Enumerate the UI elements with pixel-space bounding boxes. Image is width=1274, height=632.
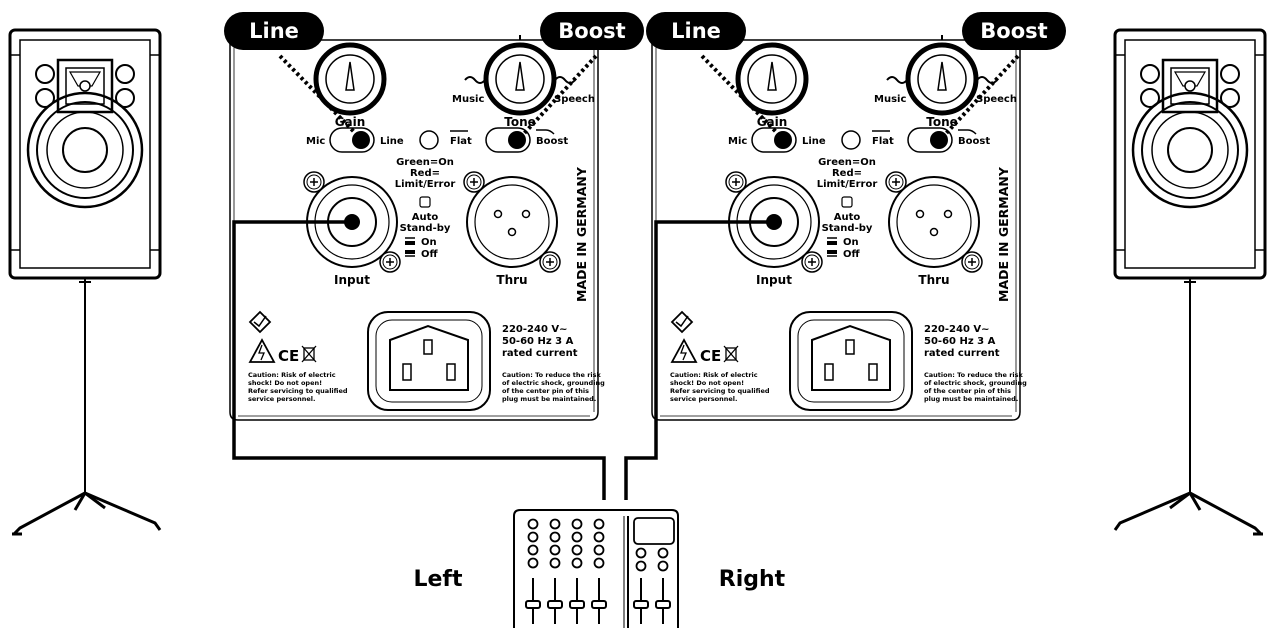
caution-left-4: service personnel. (248, 395, 315, 403)
made-in-germany: MADE IN GERMANY (574, 166, 589, 302)
on-label: On (843, 237, 859, 248)
mounting-screw (379, 251, 401, 273)
led-legend-red: Red= (832, 168, 862, 179)
line-callout: Line (224, 12, 324, 50)
input-label: Input (334, 273, 370, 287)
left-speaker-rear-panel: Gain Tone Music Speech Mic Line Flat Boo… (224, 12, 644, 421)
line-callout-text: Line (249, 19, 299, 43)
mounting-screw (885, 171, 907, 193)
caution-right-4: plug must be maintained. (502, 395, 596, 403)
ce-mark: CE (278, 347, 299, 365)
mounting-screw (463, 171, 485, 193)
flat-label: Flat (872, 136, 894, 147)
voltage-line-1: 220-240 V~ (924, 324, 990, 335)
standby-label: Stand-by (400, 223, 451, 234)
led-legend-green: Green=On (396, 157, 454, 168)
mounting-screw (303, 171, 325, 193)
line-label: Line (802, 136, 826, 147)
caution-left-4: service personnel. (670, 395, 737, 403)
right-speaker (1113, 28, 1267, 536)
input-label: Input (756, 273, 792, 287)
led-legend-red: Red= (410, 168, 440, 179)
auto-label: Auto (834, 212, 861, 223)
voltage-line-2: 50-60 Hz 3 A (502, 336, 574, 347)
led-legend-green: Green=On (818, 157, 876, 168)
mic-label: Mic (306, 136, 325, 147)
line-label: Line (380, 136, 404, 147)
voltage-line-1: 220-240 V~ (502, 324, 568, 335)
right-cable (624, 220, 774, 500)
caution-left-2: shock! Do not open! (248, 379, 322, 387)
caution-right-2: of electric shock, grounding (502, 379, 605, 387)
voltage-line-3: rated current (502, 348, 578, 359)
mixer-left-label: Left (413, 567, 463, 592)
caution-left-1: Caution: Risk of electric (670, 371, 758, 379)
music-label: Music (452, 94, 484, 105)
off-label: Off (843, 249, 861, 260)
led-legend-limit: Limit/Error (395, 179, 456, 190)
tone-label: Tone (926, 115, 958, 129)
boost-callout-text: Boost (980, 19, 1047, 43)
thru-label: Thru (496, 273, 527, 287)
standby-label: Stand-by (822, 223, 873, 234)
mixer-right-label: Right (719, 567, 786, 592)
mounting-screw (801, 251, 823, 273)
boost-label: Boost (958, 136, 990, 147)
led-legend-limit: Limit/Error (817, 179, 878, 190)
auto-label: Auto (412, 212, 439, 223)
caution-right-1: Caution: To reduce the risk (502, 371, 602, 379)
mounting-screw (961, 251, 983, 273)
mic-label: Mic (728, 136, 747, 147)
thru-label: Thru (918, 273, 949, 287)
right-speaker-rear-panel: Gain Tone Music Speech Mic Line Flat Boo… (646, 12, 1066, 421)
caution-right-4: plug must be maintained. (924, 395, 1018, 403)
voltage-line-3: rated current (924, 348, 1000, 359)
left-cable (232, 220, 606, 500)
on-label: On (421, 237, 437, 248)
caution-right-3: of the center pin of this (502, 387, 589, 395)
ce-mark: CE (700, 347, 721, 365)
gain-label: Gain (335, 115, 366, 129)
mounting-screw (725, 171, 747, 193)
caution-left-2: shock! Do not open! (670, 379, 744, 387)
boost-callout-text: Boost (558, 19, 625, 43)
left-speaker (8, 28, 162, 536)
gain-label: Gain (757, 115, 788, 129)
mixer (513, 509, 679, 628)
caution-right-3: of the center pin of this (924, 387, 1011, 395)
tone-label: Tone (504, 115, 536, 129)
boost-label: Boost (536, 136, 568, 147)
speech-label: Speech (554, 94, 595, 105)
boost-callout: Boost (962, 12, 1066, 50)
caution-left-3: Refer servicing to qualified (248, 387, 348, 395)
made-in-germany: MADE IN GERMANY (996, 166, 1011, 302)
flat-label: Flat (450, 136, 472, 147)
speech-label: Speech (976, 94, 1017, 105)
caution-left-3: Refer servicing to qualified (670, 387, 770, 395)
line-callout: Line (646, 12, 746, 50)
caution-right-2: of electric shock, grounding (924, 379, 1027, 387)
boost-callout: Boost (540, 12, 644, 50)
caution-right-1: Caution: To reduce the risk (924, 371, 1024, 379)
voltage-line-2: 50-60 Hz 3 A (924, 336, 996, 347)
line-callout-text: Line (671, 19, 721, 43)
off-label: Off (421, 249, 439, 260)
caution-left-1: Caution: Risk of electric (248, 371, 336, 379)
music-label: Music (874, 94, 906, 105)
mounting-screw (539, 251, 561, 273)
